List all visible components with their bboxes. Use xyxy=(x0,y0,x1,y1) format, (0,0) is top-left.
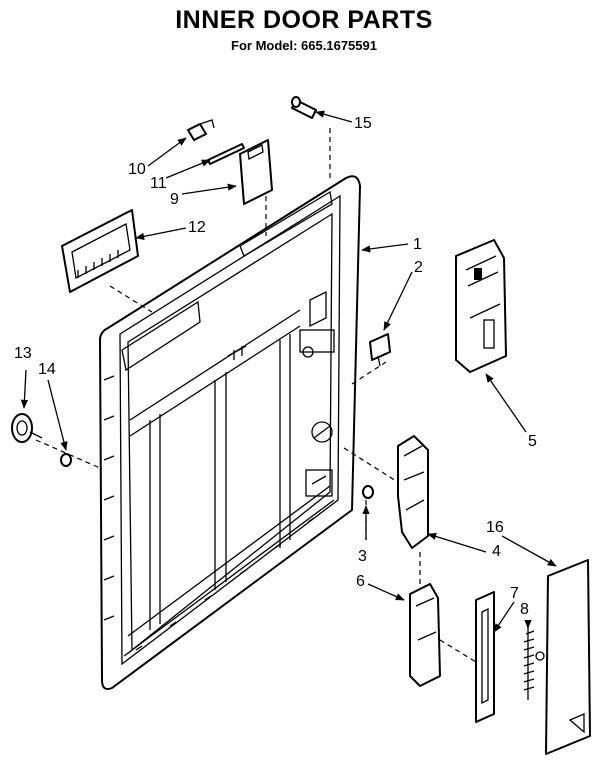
callout-9: 9 xyxy=(170,191,179,208)
part-16-cover-panel xyxy=(535,559,591,755)
callout-13: 13 xyxy=(14,345,32,362)
part-2-clip xyxy=(369,333,391,367)
callout-5: 5 xyxy=(528,433,537,450)
callout-11: 11 xyxy=(150,175,167,192)
callout-1: 1 xyxy=(413,236,422,253)
part-12-vent xyxy=(61,209,139,293)
callout-8: 8 xyxy=(520,601,529,618)
part-6-slide xyxy=(409,583,441,687)
part-13-knob xyxy=(11,413,43,443)
part-9-cover xyxy=(239,139,273,205)
inner-door-panel xyxy=(99,175,361,690)
part-10-screw xyxy=(187,119,215,141)
callout-12: 12 xyxy=(188,219,206,236)
part-15-screw xyxy=(291,96,317,119)
diagram-title: INNER DOOR PARTS xyxy=(175,6,433,34)
callout-2: 2 xyxy=(414,259,423,276)
callout-10: 10 xyxy=(128,161,146,178)
part-11-rod xyxy=(207,143,245,165)
callout-7: 7 xyxy=(510,585,519,602)
part-4-latch xyxy=(397,435,429,549)
part-5-switch-assembly xyxy=(455,239,507,373)
callout-4: 4 xyxy=(492,543,501,560)
callout-16: 16 xyxy=(486,519,504,536)
diagram-subtitle: For Model: 665.1675591 xyxy=(231,38,377,53)
part-7-bracket xyxy=(475,591,495,723)
callout-6: 6 xyxy=(356,573,365,590)
callout-14: 14 xyxy=(38,361,56,378)
part-8-spring xyxy=(523,624,535,700)
callout-15: 15 xyxy=(354,115,372,132)
callout-3: 3 xyxy=(358,548,367,565)
part-14-washer xyxy=(60,453,72,467)
part-3-nut xyxy=(362,485,374,499)
